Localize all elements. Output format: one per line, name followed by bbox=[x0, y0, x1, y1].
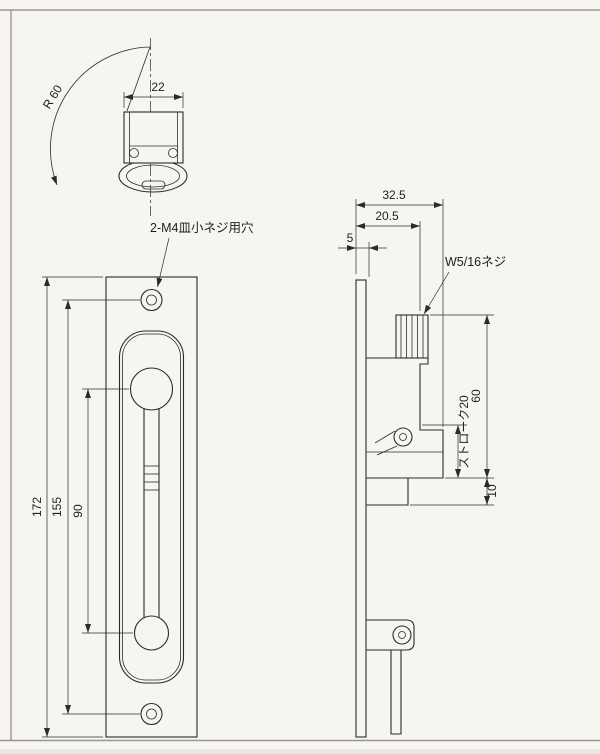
guide-screw bbox=[392, 625, 412, 645]
guide-bracket bbox=[365, 619, 415, 651]
roller-pin-right bbox=[168, 148, 178, 158]
dim-20-5-label: 20.5 bbox=[375, 209, 399, 223]
roller-pin-left bbox=[129, 148, 139, 158]
thread-note: W5/16ネジ bbox=[445, 255, 506, 269]
slot-outer bbox=[118, 330, 185, 684]
dim-extensions-top bbox=[355, 199, 444, 427]
side-view bbox=[355, 279, 444, 738]
screw-hole-note: 2-M4皿小ネジ用穴 bbox=[150, 220, 254, 235]
front-view bbox=[105, 276, 198, 738]
dim-22 bbox=[123, 92, 184, 108]
dim-90-label: 90 bbox=[71, 504, 85, 518]
dim-155 bbox=[62, 299, 140, 715]
dim-22-label: 22 bbox=[151, 80, 165, 94]
dim-60-label: 60 bbox=[469, 389, 483, 403]
stem-serrations bbox=[144, 465, 159, 491]
dim-5-label: 5 bbox=[347, 231, 354, 245]
knurling bbox=[400, 315, 424, 358]
r60-swing-arc bbox=[50, 46, 151, 186]
knob-housing bbox=[123, 111, 184, 164]
dim-32-5-label: 32.5 bbox=[382, 188, 406, 202]
faceplate bbox=[105, 276, 198, 738]
lever-links bbox=[374, 430, 398, 456]
bottom-screw-hole bbox=[140, 702, 163, 726]
lever-knob bbox=[129, 367, 174, 411]
slot-inner bbox=[122, 333, 181, 681]
dim-172-label: 172 bbox=[30, 497, 44, 517]
dim-155-label: 155 bbox=[50, 497, 64, 517]
mechanism-body bbox=[365, 357, 444, 506]
faceplate-edge bbox=[355, 279, 367, 738]
sheet-frame bbox=[0, 9, 600, 742]
dim-172 bbox=[42, 276, 103, 738]
screw-hole-callout: 2-M4皿小ネジ用穴 bbox=[150, 220, 254, 288]
lever-base bbox=[133, 615, 170, 651]
thread-callout: W5/16ネジ bbox=[423, 255, 506, 315]
thread-leader bbox=[423, 271, 450, 315]
screw-hole-leader bbox=[156, 237, 170, 288]
bolt-rod bbox=[390, 649, 402, 735]
dim-stroke-label: ストローク20 bbox=[457, 395, 471, 469]
top-screw-hole bbox=[140, 288, 163, 312]
dim-90 bbox=[82, 388, 133, 634]
pivot-screw bbox=[393, 427, 413, 447]
dim-extensions-right bbox=[410, 314, 494, 506]
dim-10-label: 10 bbox=[485, 484, 499, 498]
